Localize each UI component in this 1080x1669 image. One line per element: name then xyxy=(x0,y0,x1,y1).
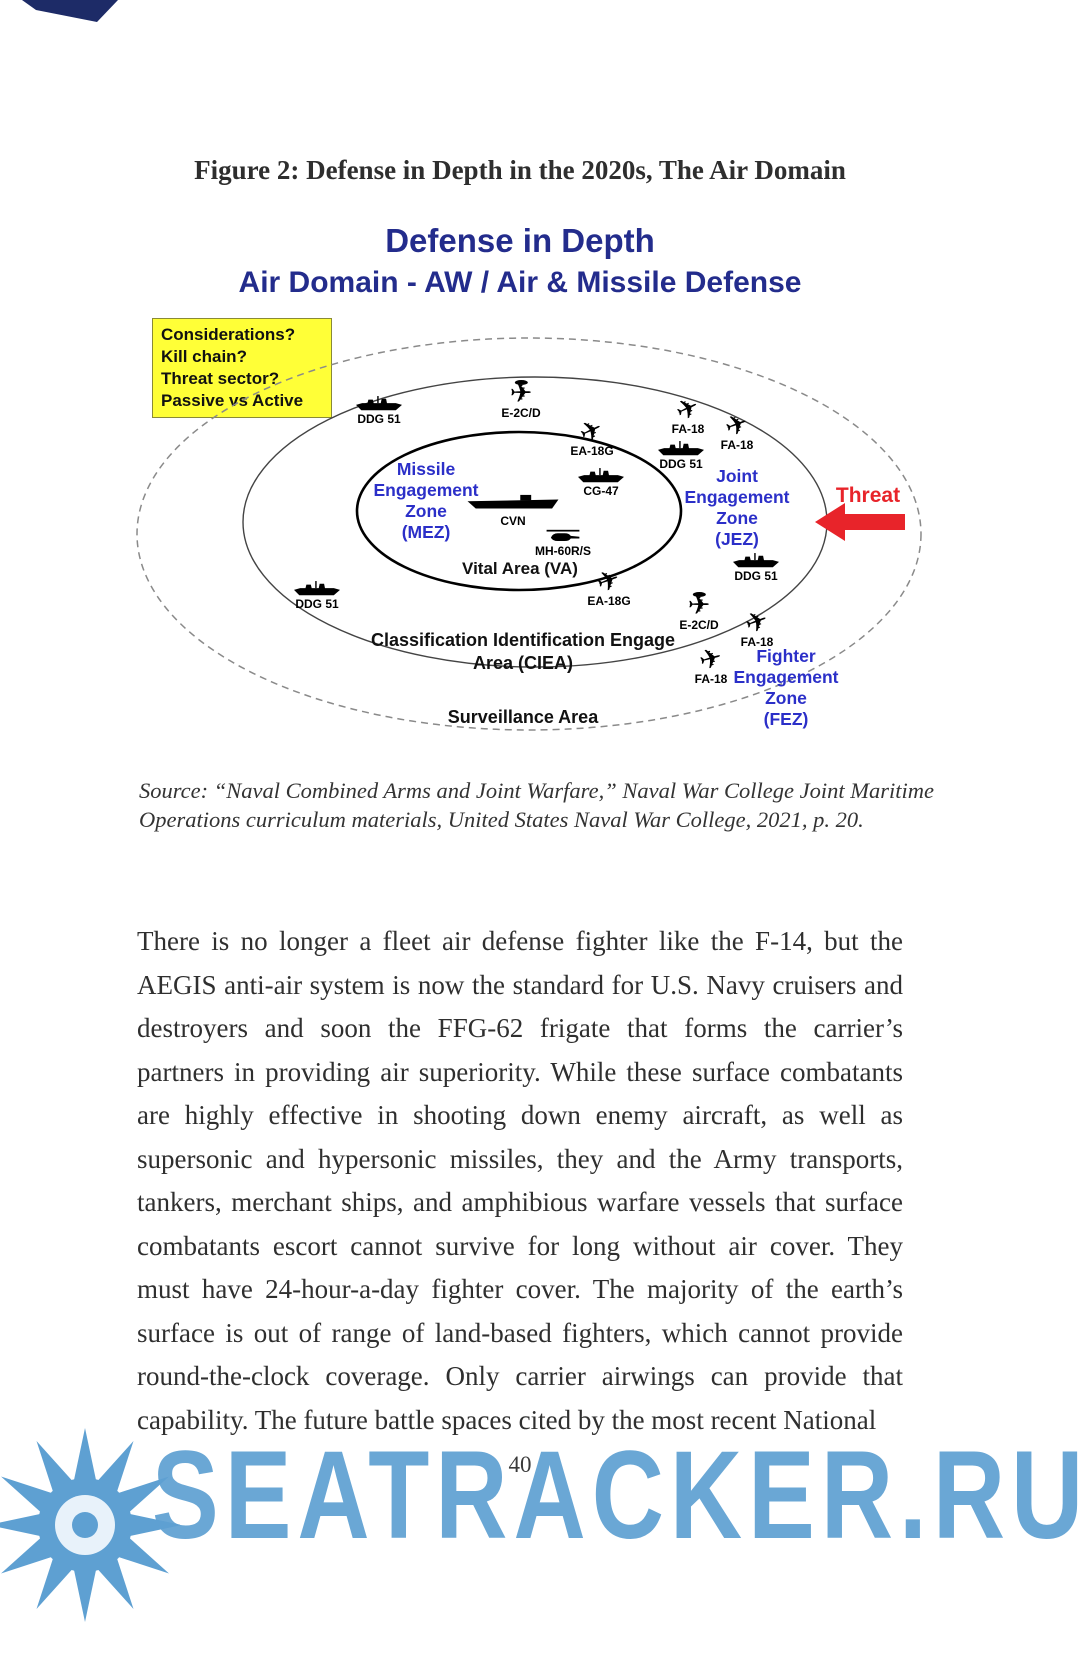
asset-ea18g: ✈ EA-18G xyxy=(570,412,614,458)
hawkeye-icon: ✈ xyxy=(509,378,533,409)
considerations-line: Kill chain? xyxy=(161,347,247,366)
figure-diagram: Defense in Depth Air Domain - AW / Air &… xyxy=(0,0,1080,790)
considerations-line: Threat sector? xyxy=(161,369,280,388)
considerations-line: Considerations? xyxy=(161,325,296,344)
figure-caption: Figure 2: Defense in Depth in the 2020s,… xyxy=(194,155,846,185)
diagram-title-line2: Air Domain - AW / Air & Missile Defense xyxy=(238,266,802,299)
mez-zone-label: Missile Engagement Zone (MEZ) xyxy=(373,459,479,542)
destroyer-icon xyxy=(356,396,402,412)
fighter-jet-icon: ✈ xyxy=(740,604,773,641)
asset-fa18: ✈ FA-18 xyxy=(670,390,705,436)
asset-ddg51: DDG 51 xyxy=(733,553,779,583)
asset-fa18: ✈ FA-18 xyxy=(694,641,728,686)
fighter-jet-icon: ✈ xyxy=(574,412,609,451)
threat-arrow-icon xyxy=(815,503,905,541)
fighter-jet-icon: ✈ xyxy=(670,390,705,429)
asset-cg47: CG-47 xyxy=(578,468,624,498)
destroyer-icon xyxy=(294,581,340,597)
ciea-label: Classification Identification Engage Are… xyxy=(370,630,676,673)
fighter-jet-icon: ✈ xyxy=(720,407,753,444)
asset-ddg51: DDG 51 xyxy=(294,581,340,611)
hawkeye-icon: ✈ xyxy=(687,590,711,621)
jez-zone-label: Joint Engagement Zone (JEZ) xyxy=(684,466,790,549)
cruiser-icon xyxy=(578,468,624,484)
page-number: 40 xyxy=(508,1452,532,1477)
vital-area-label: Vital Area (VA) xyxy=(462,559,578,578)
asset-ddg51: DDG 51 xyxy=(356,396,402,426)
watermark-text: SEATRACKER.RU xyxy=(152,1425,1080,1566)
sun-logo-icon xyxy=(0,1428,180,1622)
asset-e2cd: ✈ E-2C/D xyxy=(501,378,541,420)
surveillance-area-label: Surveillance Area xyxy=(447,707,599,727)
diagram-title-line1: Defense in Depth xyxy=(385,222,655,259)
asset-ddg51: DDG 51 xyxy=(658,441,704,471)
destroyer-icon xyxy=(733,553,779,569)
source-line1: Source: “Naval Combined Arms and Joint W… xyxy=(139,778,934,803)
helicopter-icon xyxy=(544,526,582,544)
source-citation: Source: “Naval Combined Arms and Joint W… xyxy=(139,776,934,834)
body-paragraph: There is no longer a fleet air defense f… xyxy=(137,926,903,1435)
carrier-icon xyxy=(465,494,561,514)
asset-cvn: CVN xyxy=(465,494,561,528)
fighter-jet-icon: ✈ xyxy=(592,563,625,600)
asset-mh60: MH-60R/S xyxy=(535,526,591,558)
asset-fa18: ✈ FA-18 xyxy=(720,407,754,452)
destroyer-icon xyxy=(658,441,704,457)
source-line2: Operations curriculum materials, United … xyxy=(139,807,864,832)
considerations-line: Passive vs Active xyxy=(161,391,304,410)
fighter-jet-icon: ✈ xyxy=(695,641,726,678)
fez-zone-label: Fighter Engagement Zone (FEZ) xyxy=(733,646,839,729)
considerations-box: Considerations? Kill chain? Threat secto… xyxy=(152,318,332,418)
asset-ea18g: ✈ EA-18G xyxy=(587,563,631,608)
asset-fa18: ✈ FA-18 xyxy=(740,604,774,649)
asset-e2cd: ✈ E-2C/D xyxy=(679,590,719,632)
threat-label: Threat xyxy=(835,484,901,507)
page-corner-wedge xyxy=(22,0,118,22)
